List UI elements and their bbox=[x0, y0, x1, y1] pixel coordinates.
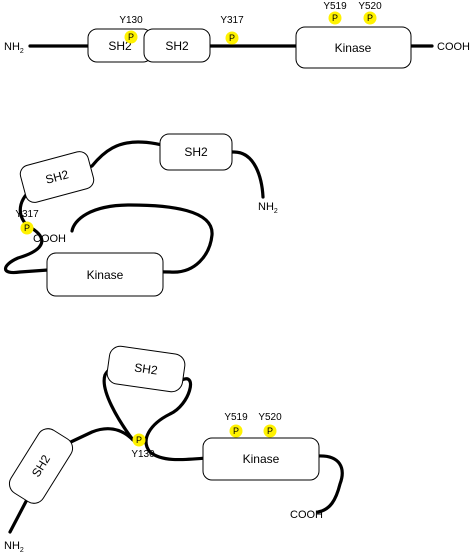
panel-c-phospho-y520 bbox=[263, 424, 277, 438]
panel-a-phospho-y519 bbox=[328, 11, 342, 25]
panel-c-sh2-domain-left bbox=[8, 428, 74, 504]
panel-a-site-y130: Y130 bbox=[119, 15, 143, 26]
panel-b-phospho-y317 bbox=[20, 221, 34, 235]
panel-a-phospho-letter-y519: P bbox=[332, 13, 338, 23]
panel-a-site-y317: Y317 bbox=[220, 15, 244, 26]
panel-c-kinase-domain bbox=[202, 437, 320, 481]
panel-a-site-y519: Y519 bbox=[323, 1, 347, 12]
panel-b-site-y317: Y317 bbox=[15, 209, 39, 220]
panel-b-n-terminus: NH2 bbox=[258, 201, 278, 215]
panel-c-c-terminus: COOH bbox=[290, 509, 323, 521]
panel-c-site-y520: Y520 bbox=[258, 412, 282, 423]
panel-a-sh2-label-1: SH2 bbox=[108, 39, 132, 53]
panel-c-phospho-y130 bbox=[132, 433, 146, 447]
panel-c-site-y130: Y130 bbox=[131, 449, 155, 460]
panel-c-kinase-label: Kinase bbox=[243, 452, 280, 466]
panel-b-c-terminus: COOH bbox=[33, 233, 66, 245]
panel-b-sh2-domain-2 bbox=[19, 151, 95, 203]
panel-c-sh2-label-top: SH2 bbox=[133, 360, 158, 377]
panel-a-sh2-label-2: SH2 bbox=[165, 39, 189, 53]
panel-a-phospho-y520 bbox=[363, 11, 377, 25]
panel-a-phospho-y130 bbox=[124, 30, 138, 44]
panel-a-phospho-letter-y520: P bbox=[367, 13, 373, 23]
panel-c-chain bbox=[8, 364, 344, 534]
panel-c-phospho-letter-y520: P bbox=[267, 426, 273, 436]
panel-b-kinase-domain bbox=[46, 252, 164, 297]
panel-b-conformation: SH2 SH2 Kinase NH2 COOH Y317 P bbox=[3, 133, 278, 297]
panel-a-n-terminus: NH2 bbox=[4, 41, 24, 55]
panel-b-kinase-label: Kinase bbox=[87, 268, 124, 282]
panel-a-linear: SH2 SH2 Kinase NH2 COOH Y130 P Y317 P Y5… bbox=[4, 1, 470, 69]
panel-a-sh2-domain-2 bbox=[143, 28, 211, 63]
panel-c-site-y519: Y519 bbox=[224, 412, 248, 423]
panel-b-phospho-letter-y317: P bbox=[24, 223, 30, 233]
panel-a-phospho-y317 bbox=[225, 31, 239, 45]
panel-c-phospho-letter-y130: P bbox=[136, 435, 142, 445]
panel-c-phospho-y519 bbox=[229, 424, 243, 438]
panel-a-kinase-domain bbox=[295, 26, 412, 69]
panel-a-site-y520: Y520 bbox=[358, 1, 382, 12]
panel-c-n-terminus: NH2 bbox=[4, 540, 24, 554]
panel-a-kinase-label: Kinase bbox=[335, 41, 372, 55]
panel-a-phospho-letter-y130: P bbox=[128, 32, 134, 42]
panel-c-phospho-letter-y519: P bbox=[233, 426, 239, 436]
panel-a-c-terminus: COOH bbox=[437, 41, 470, 53]
panel-c-conformation: SH2 SH2 Kinase NH2 COOH P Y130 Y519 P Y5… bbox=[4, 345, 344, 554]
panel-c-sh2-domain-top bbox=[106, 345, 186, 393]
panel-b-sh2-domain-1 bbox=[159, 133, 233, 171]
panel-b-sh2-label-1: SH2 bbox=[184, 145, 208, 159]
panel-b-sh2-label-2: SH2 bbox=[44, 167, 70, 187]
panel-a-phospho-letter-y317: P bbox=[229, 33, 235, 43]
